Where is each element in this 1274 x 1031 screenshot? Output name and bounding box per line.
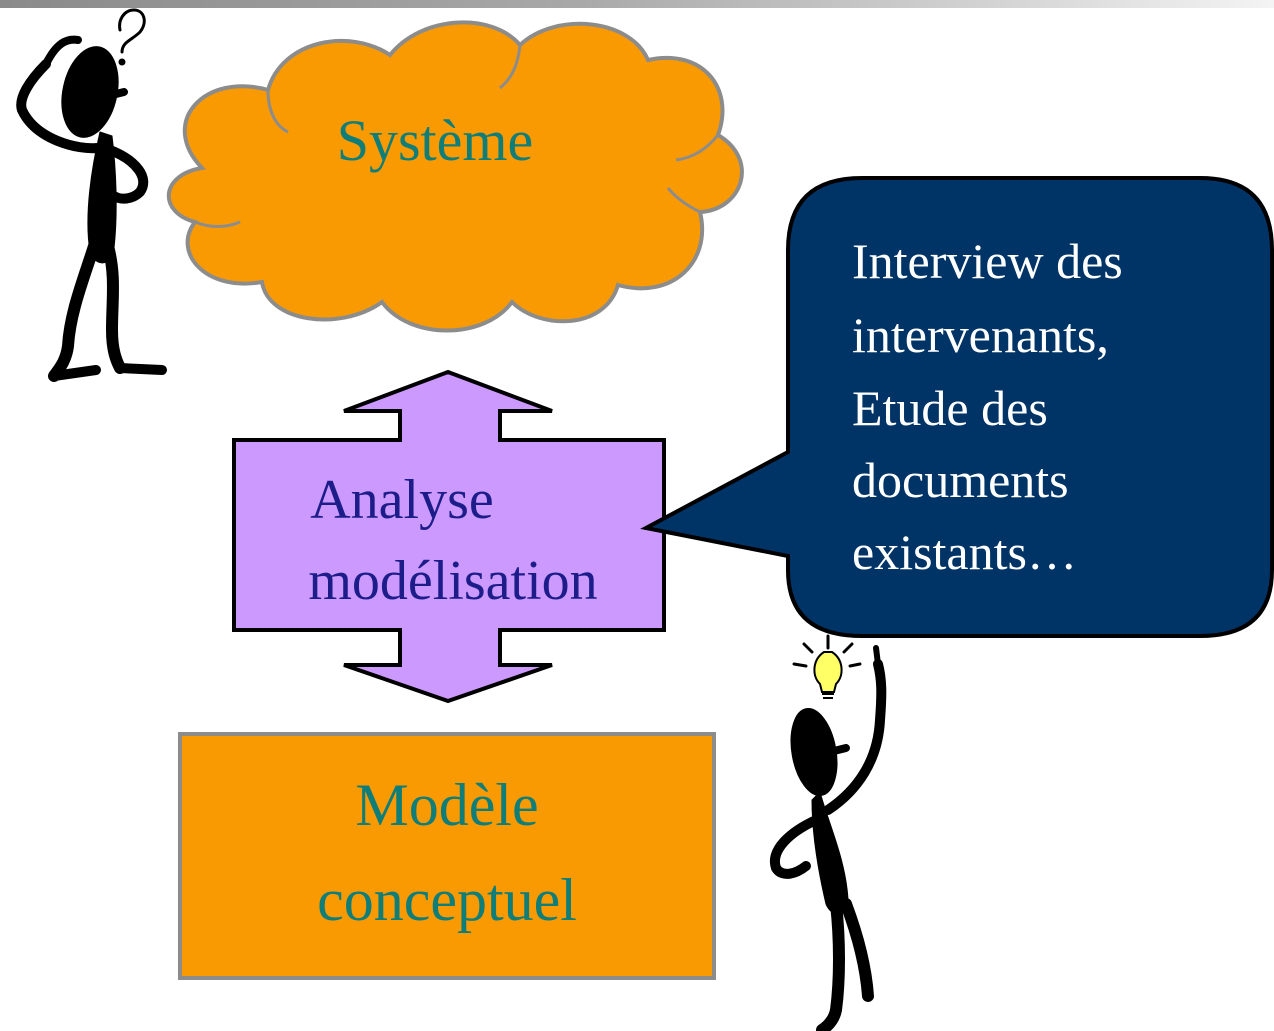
system-cloud-shape bbox=[166, 20, 744, 333]
cloud-fold-line bbox=[499, 44, 522, 90]
analysis-cross-arrow-shape bbox=[232, 369, 666, 704]
speech-bubble-line-5: existants… bbox=[852, 524, 1077, 580]
speech-bubble-line-4: documents bbox=[852, 452, 1069, 508]
cloud-fold-line bbox=[666, 187, 701, 214]
cloud-fold-line bbox=[675, 134, 720, 162]
top-rule bbox=[0, 0, 1274, 8]
speech-bubble-shape bbox=[640, 176, 1274, 638]
system-cloud-label: Système bbox=[336, 108, 534, 173]
model-label-line-2: conceptuel bbox=[317, 867, 577, 933]
analysis-label-line-2: modélisation bbox=[308, 550, 598, 612]
analysis-label-line-1: Analyse bbox=[310, 469, 494, 531]
speech-bubble-line-2: intervenants, bbox=[852, 307, 1109, 363]
person-with-idea-icon bbox=[769, 645, 887, 1031]
cloud-fold-line bbox=[194, 220, 241, 228]
model-label-line-1: Modèle bbox=[355, 772, 539, 838]
lightbulb-icon bbox=[792, 634, 862, 699]
person-scratching-head-icon bbox=[16, 8, 167, 382]
speech-bubble-line-3: Etude des bbox=[852, 380, 1048, 436]
speech-bubble-line-1: Interview des bbox=[852, 233, 1123, 289]
conceptual-model-box bbox=[178, 732, 716, 980]
cloud-fold-line bbox=[266, 89, 289, 134]
